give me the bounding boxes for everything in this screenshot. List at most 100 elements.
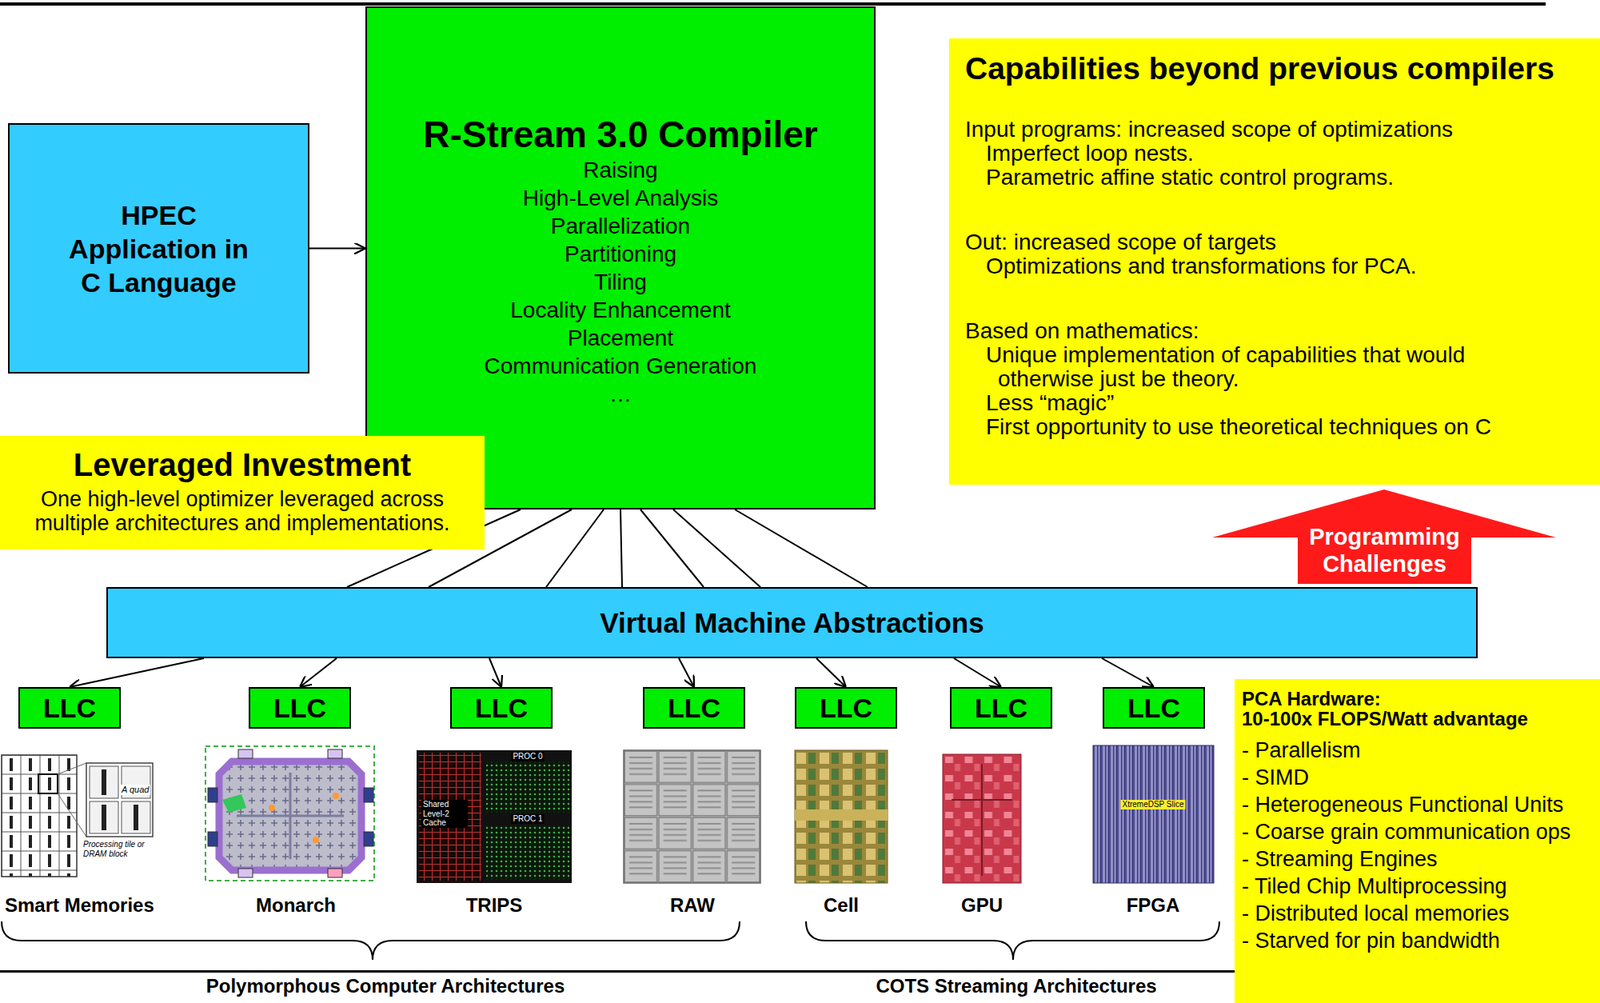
monarch-dot xyxy=(268,804,276,811)
box-text: Placement xyxy=(367,323,874,352)
group-caption: Polymorphous Computer Architectures xyxy=(206,974,566,998)
connector xyxy=(678,658,695,687)
up-arrow-shape xyxy=(1212,489,1557,584)
quad-tile xyxy=(121,801,151,834)
connector xyxy=(309,247,366,250)
monarch-port xyxy=(207,831,218,846)
box-heading: Leveraged Investment xyxy=(6,446,479,483)
connector xyxy=(489,658,502,687)
connector xyxy=(299,658,337,687)
llc-box: LLC xyxy=(1102,686,1205,729)
capabilities-panel: Capabilities beyond previous compilersIn… xyxy=(949,38,1600,485)
box-text: - Parallelism xyxy=(1241,736,1600,764)
box-text: - Streaming Engines xyxy=(1241,845,1600,873)
gpu-die xyxy=(942,754,1022,883)
box-text: Tiling xyxy=(367,267,874,296)
box-text: LLC xyxy=(474,691,528,724)
box-text: LLC xyxy=(43,691,96,724)
box-text: - Distributed local memories xyxy=(1241,899,1600,927)
llc-box: LLC xyxy=(949,686,1053,729)
box-text: Based on mathematics: xyxy=(965,319,1589,344)
box-text: … xyxy=(367,379,874,408)
box-text: - Coarse grain communication ops xyxy=(1241,817,1600,846)
monarch-port xyxy=(363,787,374,802)
box-text: Imperfect loop nests. xyxy=(965,141,1589,166)
connector xyxy=(69,658,204,687)
quad-bar xyxy=(101,769,107,795)
box-heading: Capabilities beyond previous compilers xyxy=(965,51,1589,87)
trips-cache xyxy=(418,752,482,881)
box-text: - Starved for pin bandwidth xyxy=(1241,926,1600,954)
box-text: - Tiled Chip Multiprocessing xyxy=(1241,872,1600,900)
box-text: Input programs: increased scope of optim… xyxy=(965,117,1589,142)
llc-box: LLC xyxy=(450,686,553,729)
group-brace xyxy=(805,921,1220,960)
trips-die xyxy=(416,750,572,883)
box-text: LLC xyxy=(819,691,873,724)
connector xyxy=(953,658,1002,687)
connector xyxy=(1101,658,1154,687)
monarch-dot xyxy=(332,792,340,799)
box-text: Parametric affine static control program… xyxy=(965,165,1589,190)
box-text: Parallelization xyxy=(367,211,874,240)
cell-band xyxy=(794,809,888,821)
raw-figure xyxy=(623,750,761,883)
figure-annotation: Shared Level-2 Cache xyxy=(421,799,468,828)
box-text: Less “magic” xyxy=(965,391,1589,415)
trips-core xyxy=(486,825,570,880)
box-text: Partitioning xyxy=(367,239,874,268)
monarch-port xyxy=(238,868,253,878)
box-text: - Heterogeneous Functional Units xyxy=(1241,790,1600,818)
connector xyxy=(620,509,623,587)
box-text: LLC xyxy=(974,691,1028,724)
figure-annotation: Processing tile or DRAM block xyxy=(81,839,159,858)
connector xyxy=(546,509,604,587)
bottom-rule xyxy=(0,969,1235,973)
connector xyxy=(673,509,761,587)
smart-memories-figure xyxy=(1,754,153,877)
llc-box: LLC xyxy=(794,686,898,729)
architecture-name: GPU xyxy=(961,893,1003,917)
box-text: LLC xyxy=(1127,691,1181,724)
group-brace xyxy=(1,921,740,960)
box-text: Programming Challenges xyxy=(1297,522,1472,578)
box-text: Locality Enhancement xyxy=(367,295,874,324)
cell-figure xyxy=(794,750,888,883)
trips-core xyxy=(486,761,570,813)
box-text: Optimizations and transformations for PC… xyxy=(965,254,1589,279)
quad-tile xyxy=(89,801,119,834)
monarch-ring xyxy=(219,761,362,870)
monarch-port xyxy=(238,749,253,759)
box-text: 10-100x FLOPS/Watt advantage xyxy=(1241,708,1600,729)
source-box: HPEC Application in C Language xyxy=(7,123,310,374)
investment-callout: Leveraged InvestmentOne high-level optim… xyxy=(0,435,485,550)
figure-annotation: PROC 1 xyxy=(510,813,544,824)
gpu-figure xyxy=(942,754,1022,883)
trips-figure xyxy=(416,750,572,883)
quad-highlight xyxy=(38,774,58,794)
quad-tile xyxy=(89,766,119,799)
architecture-name: FPGA xyxy=(1126,893,1181,917)
hardware-panel: PCA Hardware:10-100x FLOPS/Watt advantag… xyxy=(1234,678,1600,1003)
monarch-port xyxy=(363,831,374,846)
monarch-border xyxy=(205,746,375,881)
figure-annotation: XtremeDSP Slice xyxy=(1120,799,1186,810)
connector xyxy=(816,658,846,687)
box-text: High-Level Analysis xyxy=(367,183,874,212)
monarch-port xyxy=(327,868,343,878)
monarch-dot xyxy=(312,836,320,843)
tile-grid xyxy=(1,754,77,877)
llc-box: LLC xyxy=(248,686,352,729)
connector xyxy=(734,509,868,587)
box-text: - SIMD xyxy=(1241,763,1600,791)
architecture-name: TRIPS xyxy=(466,893,523,917)
quad-bar xyxy=(133,804,139,830)
box-heading: PCA Hardware: xyxy=(1241,688,1600,709)
connector xyxy=(640,509,704,587)
compiler-box: R-Stream 3.0 CompilerRaisingHigh-Level A… xyxy=(365,6,876,510)
monarch-port xyxy=(327,749,343,759)
monarch-port xyxy=(207,787,218,802)
fpga-figure xyxy=(1093,745,1214,883)
box-text: Out: increased scope of targets xyxy=(965,230,1589,255)
